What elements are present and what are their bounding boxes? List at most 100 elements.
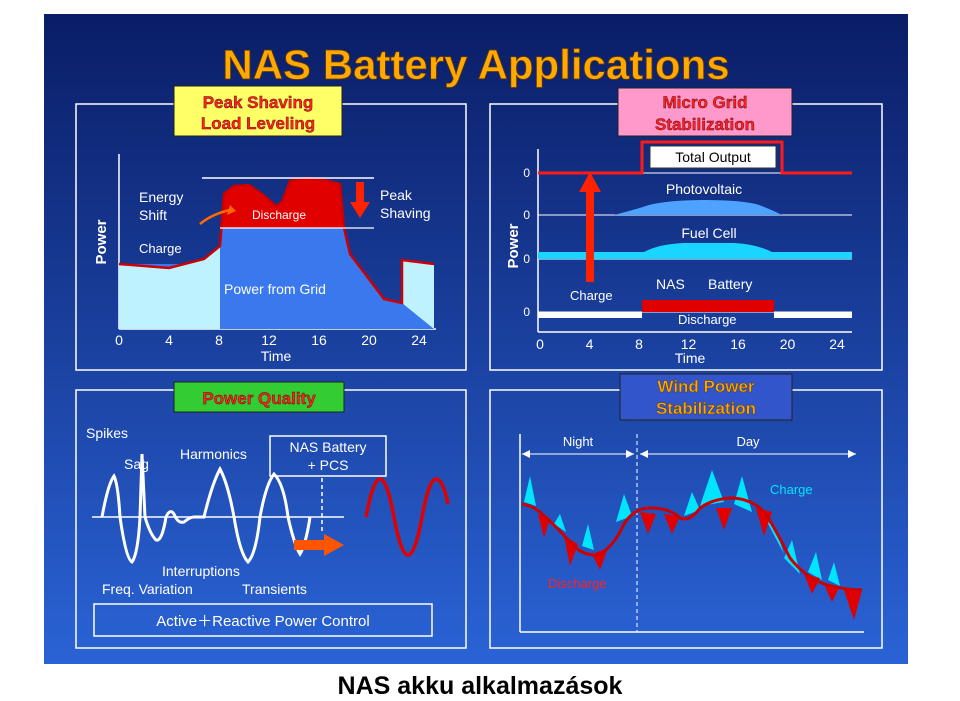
nas-pcs-line-1: NAS Battery [289,439,366,455]
peak-shaving-tag [173,85,343,137]
caption: NAS akku alkalmazások [337,672,623,700]
charge-area-late [402,260,434,329]
charge-spike [764,516,784,554]
energy-shift-label-1: Energy [139,189,183,205]
x-axis-label: Time [261,348,292,364]
harmonics-label: Harmonics [180,446,247,462]
y-axis-label: Power [505,223,522,268]
nas-pcs-line-2: + PCS [308,457,349,473]
charge-spike [684,492,700,516]
charge-spikes [524,470,840,586]
x-tick-label: 16 [311,332,327,348]
energy-shift-label-2: Shift [139,207,167,223]
peak-shaving-label-2: Shaving [380,205,431,221]
correction-arrow-shaft [294,540,326,550]
power-quality-tag [173,381,345,413]
charge-spike [616,494,632,522]
night-span-arrow [522,450,530,458]
micro-grid-tag [617,87,793,137]
x-tick-label: 0 [115,332,123,348]
night-label: Night [563,434,594,449]
tag-line-1: Micro Grid [662,93,747,112]
peak-shaving-arrow-shaft [356,182,364,204]
charge-spike [828,562,840,586]
x-tick-label: 4 [586,336,594,352]
tag-line-1: Wind Power [657,377,755,396]
discharge-label: Discharge [548,576,607,591]
x-tick-label: 12 [681,336,697,352]
x-tick-label: 24 [411,332,427,348]
panel-peak-shaving: Peak Shaving Load Leveling Power Energy … [75,85,467,371]
power-from-grid-label: Power from Grid [224,281,326,297]
x-axis-label: Time [675,350,706,366]
charge-spike [524,476,536,506]
x-tick-label: 20 [361,332,377,348]
fuel-cell-area [538,243,852,259]
slide-title: NAS Battery Applications [222,41,729,88]
sag-label: Sag [124,456,149,472]
total-output-box [649,145,777,169]
x-tick-labels: 0 4 8 12 16 20 24 [115,332,427,348]
y-axis-label: Power [93,219,110,264]
smoothed-output-line [521,496,863,592]
nas-support-arrow-head [579,172,601,192]
x-tick-label: 4 [165,332,173,348]
interruptions-label: Interruptions [162,563,240,579]
nas-charge-bar-night [538,312,642,318]
night-span-arrow [626,450,634,458]
discharge-spike [664,514,680,534]
load-curve [118,176,435,305]
spikes-label: Spikes [86,425,128,441]
nas-charge-bar-late [774,312,852,318]
discharge-spike [564,536,578,566]
x-tick-label: 24 [829,336,845,352]
power-control-box [93,603,433,637]
day-span-arrow [848,450,856,458]
freq-variation-label: Freq. Variation [102,581,193,597]
correction-arrow-head [324,534,344,556]
panel-micro-grid: Micro Grid Stabilization Power 0 0 0 0 T… [489,87,883,371]
panel-power-quality: Power Quality Spikes Sag Harmonics Inter… [75,381,467,649]
nas-label: NAS [656,276,685,292]
day-span-arrow [640,450,648,458]
charge-spike [554,514,566,532]
total-output-line [538,140,852,175]
power-control-label: Active＋Reactive Power Control [156,613,369,630]
tag-line-2: Stabilization [656,399,756,418]
nas-pcs-box [269,435,387,477]
tag-line-1: Peak Shaving [203,93,314,112]
battery-label: Battery [708,276,752,292]
x-tick-label: 16 [730,336,746,352]
day-label: Day [736,434,760,449]
charge-label: Charge [570,288,613,303]
tag-line-2: Load Leveling [201,114,315,133]
charge-spike [734,476,752,512]
peak-shaving-arrow-head [350,202,370,218]
charge-spike [582,524,594,550]
zero-label: 0 [523,305,530,319]
discharge-spike [844,590,862,620]
discharge-spike [716,508,732,530]
energy-shift-arrow-head [227,205,236,215]
charge-spike [808,552,822,580]
energy-shift-arrow [199,208,231,225]
transients-label: Transients [242,581,307,597]
x-tick-label: 8 [635,336,643,352]
nas-support-arrow-shaft [586,190,594,282]
x-tick-label: 12 [261,332,277,348]
discharge-spike [640,512,656,534]
nas-discharge-bar [642,300,774,312]
panel-wind-power: Wind Power Stabilization Night Day [489,373,883,649]
x-tick-labels: 0 4 8 12 16 20 24 [536,336,845,352]
photovoltaic-label: Photovoltaic [666,181,742,197]
photovoltaic-area [614,200,782,215]
x-tick-label: 0 [536,336,544,352]
zero-label: 0 [523,208,530,222]
x-tick-label: 8 [215,332,223,348]
wind-power-tag [619,373,793,421]
discharge-label: Discharge [678,312,737,327]
zero-label: 0 [523,252,530,266]
peak-shaving-label-1: Peak [380,187,413,203]
tag-line-2: Stabilization [655,115,755,134]
x-tick-label: 20 [780,336,796,352]
